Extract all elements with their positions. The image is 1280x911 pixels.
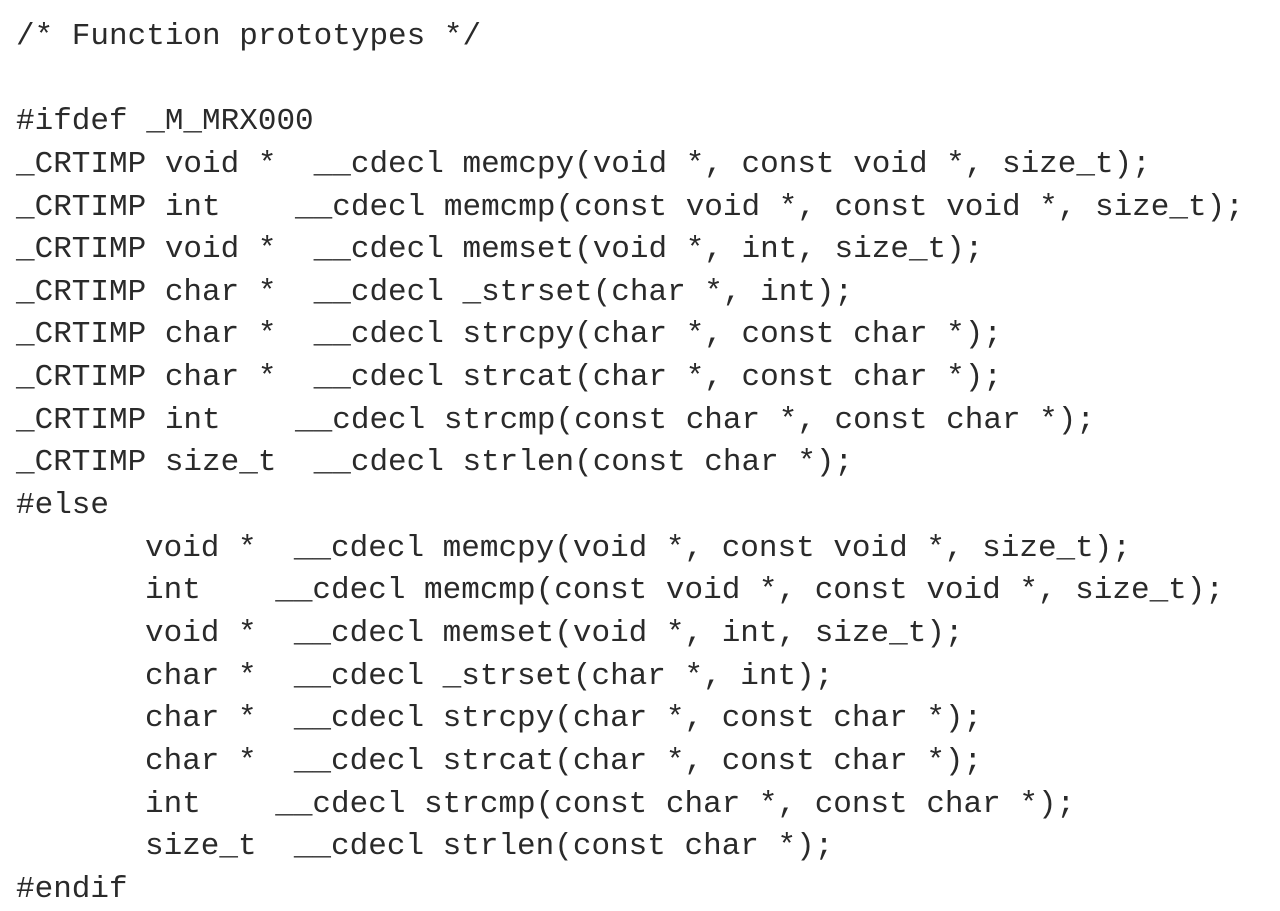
code-listing: /* Function prototypes */ #ifdef _M_MRX0… — [16, 16, 1276, 911]
crt-prototype-strcpy: _CRTIMP char * __cdecl strcpy(char *, co… — [16, 317, 1002, 353]
crt-prototype-strset: _CRTIMP char * __cdecl _strset(char *, i… — [16, 274, 854, 310]
crt-prototype-strcat: _CRTIMP char * __cdecl strcat(char *, co… — [16, 360, 1002, 396]
comment-line: /* Function prototypes */ — [16, 19, 482, 54]
crt-prototype-strlen: _CRTIMP size_t __cdecl strlen(const char… — [16, 445, 854, 481]
prototype-memset: void * __cdecl memset(void *, int, size_… — [145, 615, 964, 651]
prototype-strcat: char * __cdecl strcat(char *, const char… — [145, 743, 983, 779]
prototype-strcpy: char * __cdecl strcpy(char *, const char… — [145, 701, 983, 737]
prototype-memcmp: int __cdecl memcmp(const void *, const v… — [145, 573, 1224, 609]
crt-prototype-memcpy: _CRTIMP void * __cdecl memcpy(void *, co… — [16, 146, 1151, 182]
else-directive: #else — [16, 488, 110, 524]
endif-directive: #endif — [16, 871, 128, 907]
crt-prototype-strcmp: _CRTIMP int __cdecl strcmp(const char *,… — [16, 402, 1095, 438]
prototype-strcmp: int __cdecl strcmp(const char *, const c… — [145, 786, 1076, 822]
prototype-strset: char * __cdecl _strset(char *, int); — [145, 658, 834, 694]
blank-line — [16, 59, 1276, 102]
prototype-memcpy: void * __cdecl memcpy(void *, const void… — [145, 530, 1131, 566]
ifdef-directive: #ifdef _M_MRX000 — [16, 104, 314, 140]
crt-prototype-memcmp: _CRTIMP int __cdecl memcmp(const void *,… — [16, 189, 1244, 225]
prototype-strlen: size_t __cdecl strlen(const char *); — [145, 829, 834, 865]
crt-prototype-memset: _CRTIMP void * __cdecl memset(void *, in… — [16, 232, 984, 268]
